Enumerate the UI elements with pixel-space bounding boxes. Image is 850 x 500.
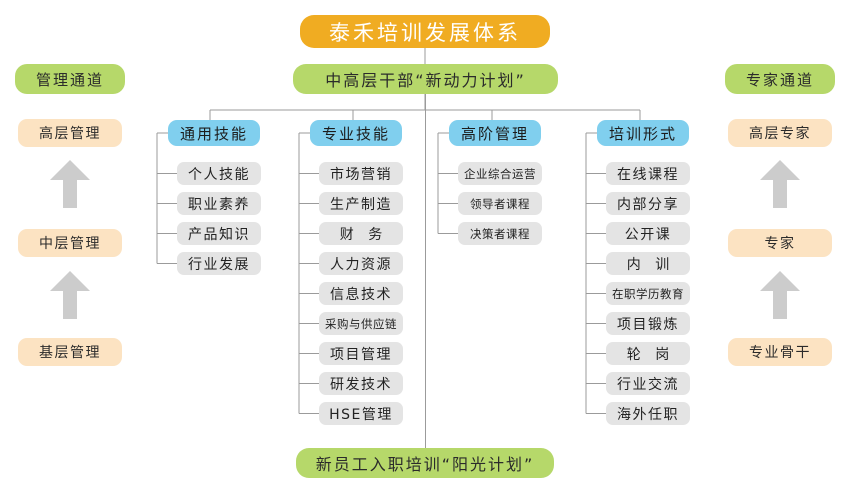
arrow-up-icon <box>760 271 800 319</box>
branch-3-item-0: 在线课程 <box>606 162 690 185</box>
branch-3-item-1: 内部分享 <box>606 192 690 215</box>
branch-3-item-6: 轮 岗 <box>606 342 690 365</box>
left-track-level-0: 高层管理 <box>18 119 122 147</box>
branch-header-0: 通用技能 <box>168 120 260 146</box>
left-track-level-1: 中层管理 <box>18 229 122 257</box>
diagram-title: 泰禾培训发展体系 <box>300 15 550 48</box>
arrow-up-icon <box>50 271 90 319</box>
arrow-up-icon <box>50 160 90 208</box>
diagram-footer: 新员工入职培训“阳光计划” <box>296 448 554 478</box>
branch-2-item-0: 企业综合运营 <box>458 162 542 185</box>
branch-header-1: 专业技能 <box>310 120 402 146</box>
right-track-level-2: 专业骨干 <box>728 338 832 366</box>
branch-1-item-6: 项目管理 <box>319 342 403 365</box>
branch-0-item-3: 行业发展 <box>177 252 261 275</box>
branch-0-item-0: 个人技能 <box>177 162 261 185</box>
left-track-level-2: 基层管理 <box>18 338 122 366</box>
right-track-level-0: 高层专家 <box>728 119 832 147</box>
branch-1-item-8: HSE管理 <box>319 402 403 425</box>
branch-3-item-4: 在职学历教育 <box>606 282 690 305</box>
branch-3-item-2: 公开课 <box>606 222 690 245</box>
branch-1-item-2: 财 务 <box>319 222 403 245</box>
branch-0-item-2: 产品知识 <box>177 222 261 245</box>
branch-header-2: 高阶管理 <box>449 120 541 146</box>
right-track-level-1: 专家 <box>728 229 832 257</box>
branch-1-item-5: 采购与供应链 <box>319 312 403 335</box>
branch-1-item-3: 人力资源 <box>319 252 403 275</box>
branch-2-item-1: 领导者课程 <box>458 192 542 215</box>
branch-1-item-4: 信息技术 <box>319 282 403 305</box>
branch-3-item-3: 内 训 <box>606 252 690 275</box>
branch-3-item-7: 行业交流 <box>606 372 690 395</box>
branch-2-item-2: 决策者课程 <box>458 222 542 245</box>
branch-3-item-8: 海外任职 <box>606 402 690 425</box>
branch-3-item-5: 项目锻炼 <box>606 312 690 335</box>
arrow-up-icon <box>760 160 800 208</box>
diagram-subtitle: 中高层干部“新动力计划” <box>293 64 558 94</box>
branch-1-item-0: 市场营销 <box>319 162 403 185</box>
branch-header-3: 培训形式 <box>597 120 689 146</box>
branch-1-item-1: 生产制造 <box>319 192 403 215</box>
branch-1-item-7: 研发技术 <box>319 372 403 395</box>
left-track-header: 管理通道 <box>15 64 125 94</box>
right-track-header: 专家通道 <box>725 64 835 94</box>
branch-0-item-1: 职业素养 <box>177 192 261 215</box>
